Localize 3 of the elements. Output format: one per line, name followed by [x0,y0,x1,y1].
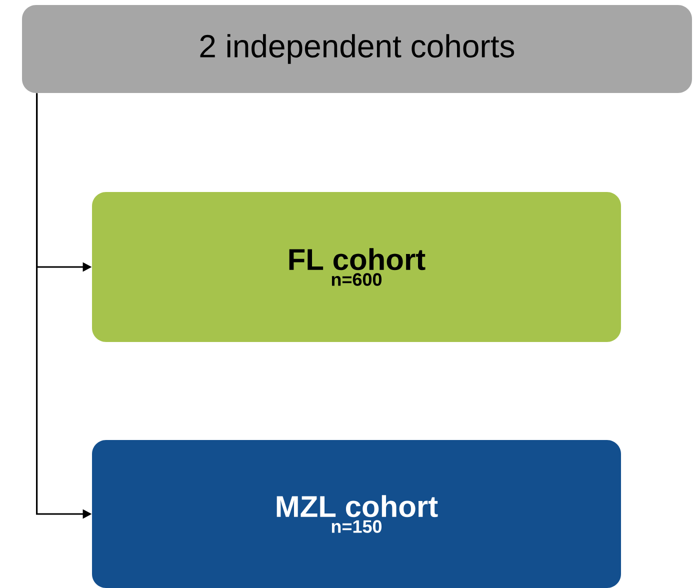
cohort-box: FL cohort n=600 [92,192,621,342]
header-box: 2 independent cohorts [22,5,692,93]
cohort-box: MZL cohort n=150 [92,440,621,588]
